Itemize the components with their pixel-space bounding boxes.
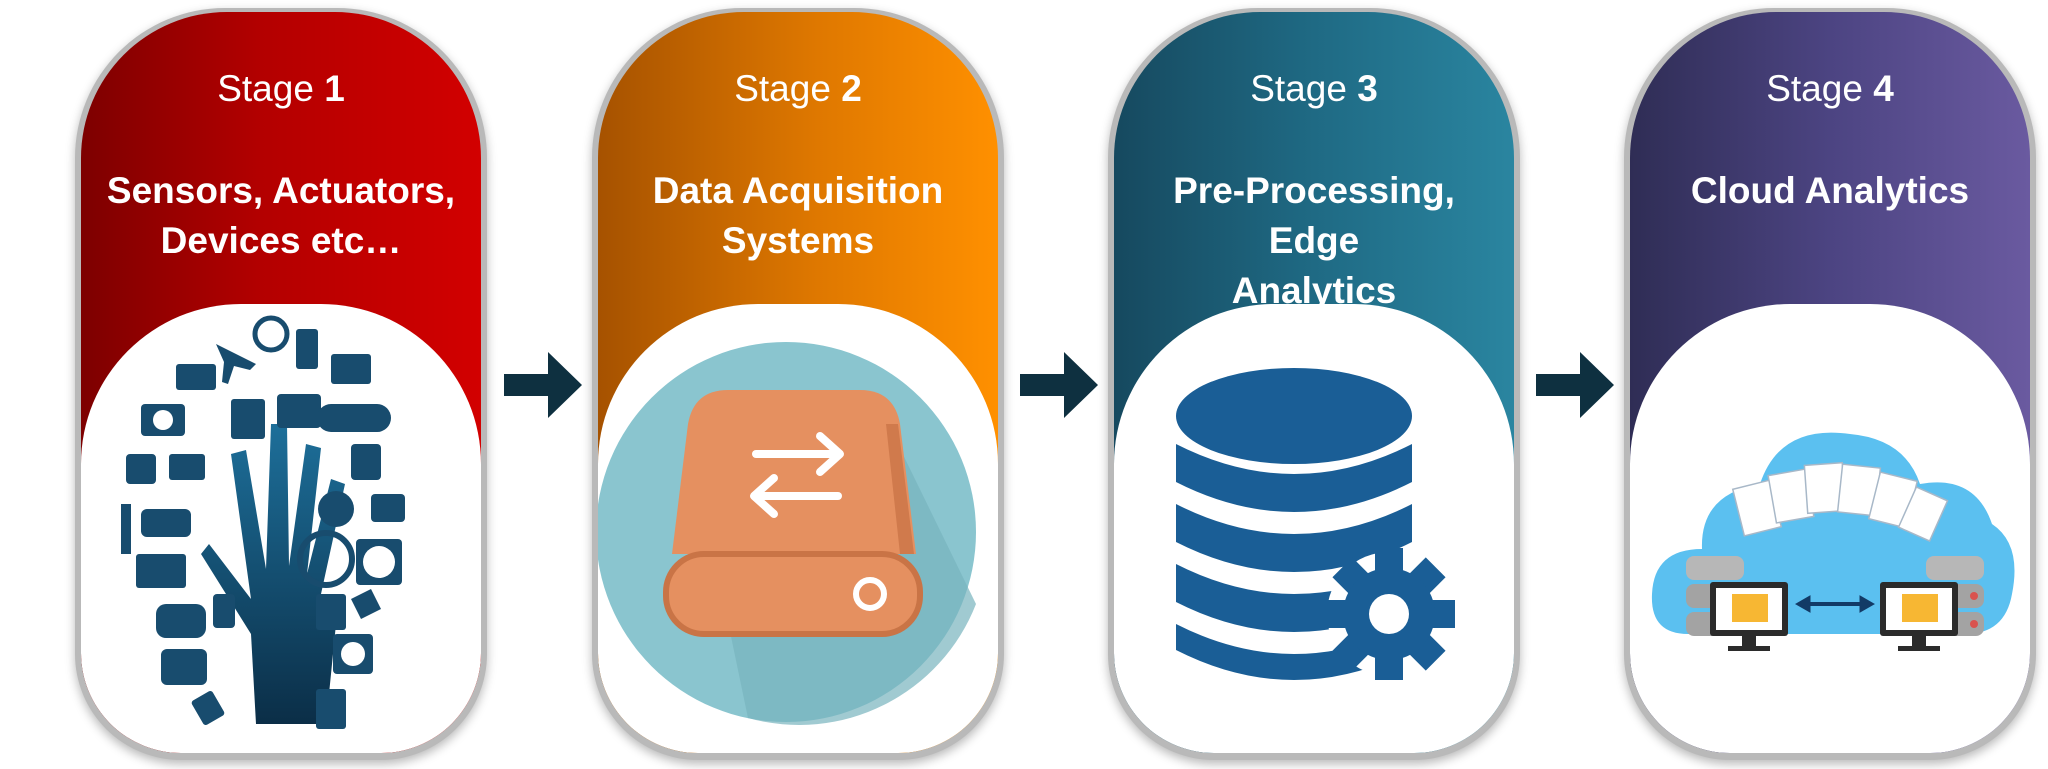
data-transfer-drive-icon	[598, 342, 976, 725]
flow-arrow-1-icon	[504, 352, 582, 418]
database-gear-icon	[1176, 368, 1455, 680]
stage-1-label: Stage 1	[217, 68, 345, 109]
stage-3-title: Pre-Processing, Edge Analytics	[1173, 170, 1455, 311]
cloud-computers-icon	[1651, 432, 2015, 651]
stage-4-label: Stage 4	[1766, 68, 1894, 109]
stage-3-label: Stage 3	[1250, 68, 1378, 109]
stage-1-card: Stage 1 Sensors, Actuators, Devices etc…	[75, 8, 487, 760]
stage-4-image-panel	[1630, 304, 2030, 753]
stage-2-image-panel	[598, 304, 998, 753]
stage-4-title: Cloud Analytics	[1690, 170, 1970, 211]
stage-1-image-panel	[81, 304, 481, 753]
stage-3-body: Stage 3 Pre-Processing, Edge Analytics	[1114, 12, 1514, 753]
smart-devices-hand-icon	[121, 315, 405, 729]
stage-2-title: Data Acquisition Systems	[652, 170, 944, 261]
stage-1-body: Stage 1 Sensors, Actuators, Devices etc…	[81, 12, 481, 753]
stage-2-card: Stage 2 Data Acquisition Systems	[592, 8, 1004, 760]
stage-4-card: Stage 4 Cloud Analytics	[1624, 8, 2036, 760]
flow-arrow-2-icon	[1020, 352, 1098, 418]
stage-3-card: Stage 3 Pre-Processing, Edge Analytics	[1108, 8, 1520, 760]
flow-arrow-3-icon	[1536, 352, 1614, 418]
stage-2-label: Stage 2	[734, 68, 862, 109]
stage-3-image-panel	[1114, 304, 1514, 753]
stage-2-body: Stage 2 Data Acquisition Systems	[598, 12, 998, 753]
stage-1-title: Sensors, Actuators, Devices etc…	[106, 170, 456, 261]
stage-4-body: Stage 4 Cloud Analytics	[1630, 12, 2030, 753]
